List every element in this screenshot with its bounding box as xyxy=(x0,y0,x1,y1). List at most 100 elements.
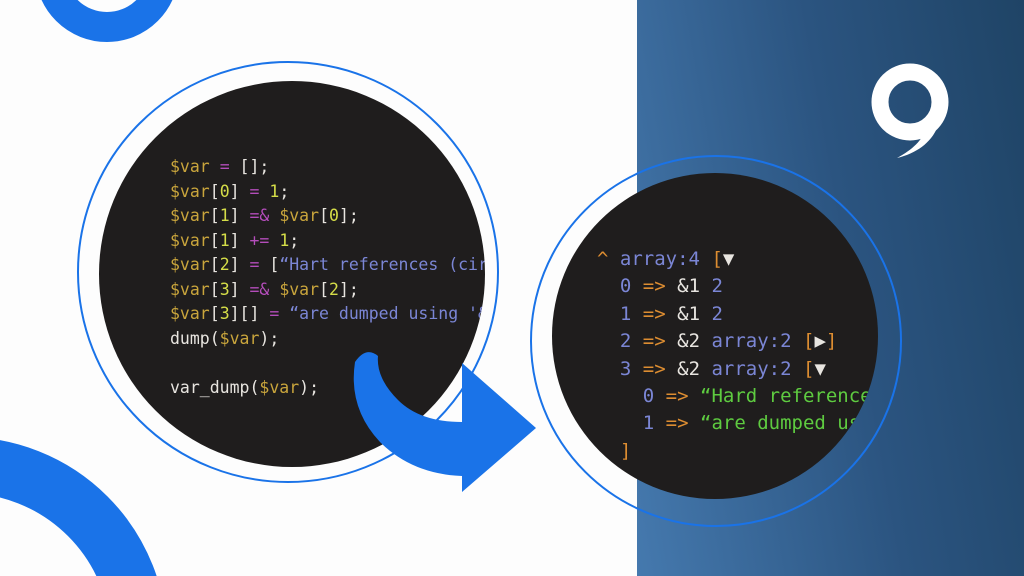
code-token: $var xyxy=(170,304,210,323)
code-token: => xyxy=(665,385,689,408)
code-token: $var xyxy=(170,279,210,299)
code-line xyxy=(170,351,485,376)
code-token: 3 xyxy=(619,357,632,380)
code-token: dump( xyxy=(170,328,220,348)
code-token: ▼ xyxy=(814,357,826,380)
code-token xyxy=(597,440,620,462)
code-token: ] xyxy=(229,230,250,250)
code-token xyxy=(597,330,620,352)
code-token: $var xyxy=(170,206,210,225)
code-token: => xyxy=(642,275,666,298)
code-token: $var xyxy=(170,181,210,201)
code-token: array:2 xyxy=(711,330,792,353)
code-token: [ xyxy=(209,181,220,201)
code-token: ] xyxy=(229,181,250,201)
code-line: $var[2] = [“Hart references (circular xyxy=(170,253,485,278)
code-token: 0 xyxy=(642,385,655,408)
code-token xyxy=(654,385,665,407)
code-token: ]; xyxy=(338,279,359,299)
code-line: 0 => “Hard references (circular xyxy=(597,383,878,410)
code-token: ][] xyxy=(229,304,270,323)
code-token: 1 xyxy=(269,181,280,201)
code-token: ▶ xyxy=(814,330,826,353)
right-circle-outline xyxy=(530,155,902,527)
code-token xyxy=(608,248,619,270)
code-token: [ xyxy=(711,248,723,270)
code-token xyxy=(597,358,620,380)
code-token: ] xyxy=(229,206,250,225)
donut-ring-icon xyxy=(41,0,173,42)
code-line: $var[0] = 1; xyxy=(170,180,485,205)
code-token: “are dumped using '&number' xyxy=(700,412,878,435)
code-token: ); xyxy=(299,377,320,397)
code-token xyxy=(631,358,642,380)
code-token: => xyxy=(665,412,689,435)
code-token: => xyxy=(642,302,666,325)
code-line: ] xyxy=(597,438,878,465)
code-line: $var[3] =& $var[2]; xyxy=(170,278,485,303)
code-token: [ xyxy=(319,206,329,225)
code-token: ]; xyxy=(338,206,359,225)
code-token: ] xyxy=(229,279,250,299)
code-token: [ xyxy=(259,255,280,274)
code-token xyxy=(700,248,711,270)
code-token: => xyxy=(642,330,666,353)
code-token: = xyxy=(219,157,230,176)
code-token: ] xyxy=(619,439,632,462)
code-token: =& xyxy=(249,279,270,299)
code-token: [ xyxy=(209,206,220,225)
code-token: “are dumped using '&number' xyxy=(289,304,485,323)
donut-ring-icon xyxy=(0,440,157,576)
dump-output-circle: ^ array:4 [▼ 0 => &1 2 1 => &1 2 2 => &2… xyxy=(552,173,878,499)
code-token: 1 xyxy=(279,230,290,250)
code-token: ] xyxy=(229,255,250,274)
code-token: += xyxy=(249,230,270,250)
code-token: []; xyxy=(229,157,270,176)
code-token: 2 xyxy=(219,255,230,274)
code-line: $var = []; xyxy=(170,155,485,180)
code-token: 1 xyxy=(219,230,230,250)
code-token: 1 xyxy=(219,206,230,225)
code-token: $var xyxy=(170,230,210,250)
code-line: $var[1] += 1; xyxy=(170,229,485,254)
code-token: 2 xyxy=(619,330,632,353)
code-token: [ xyxy=(209,279,220,299)
code-token: $var xyxy=(259,377,300,397)
code-token: ] xyxy=(825,330,838,353)
code-token: ; xyxy=(279,181,290,201)
code-token: = xyxy=(249,255,260,274)
code-token: 2 xyxy=(711,302,723,325)
code-token: =& xyxy=(249,206,270,225)
code-token: = xyxy=(249,181,260,201)
code-token xyxy=(597,303,620,325)
code-token xyxy=(792,330,803,352)
code-line: var_dump($var); xyxy=(170,376,485,401)
code-token: 1 xyxy=(642,412,655,435)
code-token: [ xyxy=(319,279,329,299)
code-line: 2 => &2 array:2 [▶] xyxy=(597,328,878,355)
code-token: &1 xyxy=(665,275,712,298)
code-token xyxy=(269,280,279,299)
php-code-circle: $var = [];$var[0] = 1;$var[1] =& $var[0]… xyxy=(99,81,485,467)
code-token xyxy=(631,275,642,297)
code-token: [ xyxy=(209,304,220,323)
code-token: [ xyxy=(802,357,815,380)
code-token: 1 xyxy=(619,302,632,325)
code-token: array:2 xyxy=(711,357,792,380)
php-source: $var = [];$var[0] = 1;$var[1] =& $var[0]… xyxy=(170,155,485,400)
code-token: ^ xyxy=(597,248,609,270)
code-token xyxy=(597,275,620,297)
dump-output: ^ array:4 [▼ 0 => &1 2 1 => &1 2 2 => &2… xyxy=(597,246,878,465)
code-token: $var xyxy=(170,157,210,176)
code-line: 0 => &1 2 xyxy=(597,273,878,300)
code-token: = xyxy=(269,304,280,323)
code-token: var_dump( xyxy=(170,377,260,397)
code-line: $var[3][] = “are dumped using '&number' xyxy=(170,302,485,327)
code-token xyxy=(210,157,220,176)
code-token: [ xyxy=(209,255,220,274)
code-token xyxy=(689,412,700,434)
code-token xyxy=(269,206,279,225)
code-token xyxy=(631,330,642,352)
code-token: 0 xyxy=(619,275,632,298)
